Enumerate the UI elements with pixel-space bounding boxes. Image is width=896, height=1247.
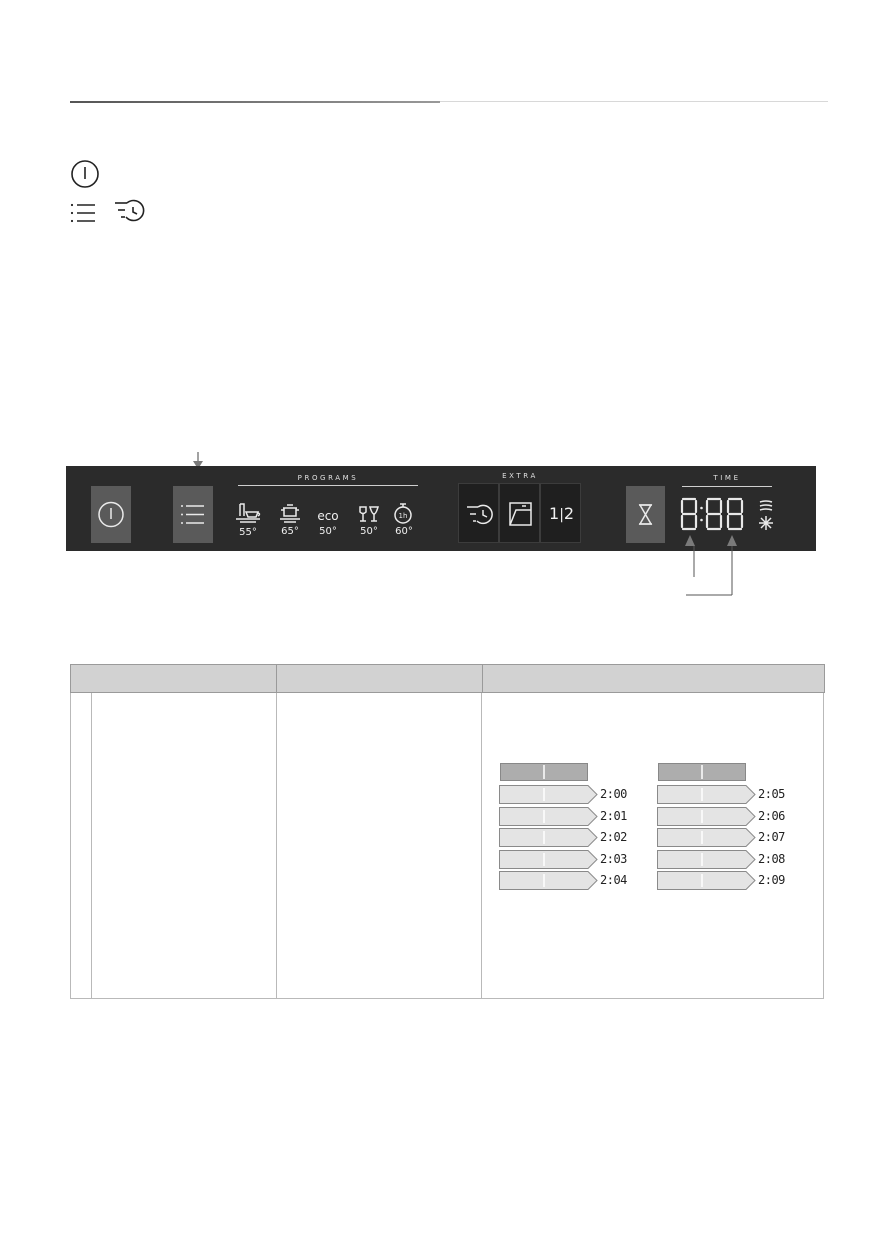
svg-text:1h: 1h bbox=[399, 512, 408, 520]
table-left-border bbox=[70, 693, 71, 998]
sequence-list-left: 2:00 2:01 2:02 2:03 2:04 bbox=[499, 785, 639, 895]
sequence-row: 2:05 bbox=[657, 785, 807, 804]
table-header bbox=[70, 664, 825, 693]
program-temp: 65° bbox=[281, 526, 299, 537]
sequence-arrow-bar bbox=[657, 871, 756, 890]
salt-icon bbox=[759, 516, 773, 530]
sequence-header-bar bbox=[500, 763, 588, 781]
extra-label: EXTRA bbox=[502, 472, 538, 480]
delay-start-icon bbox=[467, 504, 493, 525]
program-temp: 60° bbox=[395, 526, 413, 537]
quick-1h-icon: 1h bbox=[394, 503, 412, 524]
table-col-divider bbox=[481, 693, 482, 998]
sequence-row: 2:02 bbox=[499, 828, 649, 847]
header-rule-dark bbox=[70, 101, 440, 103]
sequence-arrow-bar bbox=[657, 806, 756, 826]
sequence-row: 2:09 bbox=[657, 871, 807, 890]
rinse-aid-icon bbox=[759, 500, 773, 511]
timer-button[interactable] bbox=[626, 486, 665, 543]
sequence-time-label: 2:02 bbox=[600, 830, 627, 844]
plate-cup-icon bbox=[236, 503, 261, 523]
sequence-arrow-bar bbox=[499, 785, 598, 804]
power-button[interactable] bbox=[91, 486, 131, 543]
sequence-time-label: 2:06 bbox=[758, 808, 785, 823]
pointer-arrow bbox=[193, 452, 203, 469]
program-temp: 50° bbox=[319, 526, 337, 537]
sequence-time-label: 2:01 bbox=[600, 808, 627, 823]
half-load-icon: 1|2 bbox=[549, 504, 575, 523]
glasses-icon bbox=[359, 506, 379, 522]
sequence-arrow-bar bbox=[657, 785, 756, 804]
table-bottom-border bbox=[70, 998, 824, 999]
pot-icon bbox=[280, 504, 300, 523]
auto-door-icon bbox=[509, 502, 532, 526]
delay-start-icon bbox=[115, 199, 145, 222]
half-load-button[interactable]: 1|2 bbox=[540, 483, 581, 543]
sequence-header-bar bbox=[658, 763, 746, 781]
program-button[interactable] bbox=[173, 486, 213, 543]
sequence-row: 2:07 bbox=[657, 828, 807, 847]
sequence-time-label: 2:09 bbox=[758, 873, 785, 887]
time-underline bbox=[682, 486, 772, 487]
program-temp: 55° bbox=[239, 527, 257, 538]
table-right-border bbox=[823, 693, 824, 998]
sequence-arrow-bar bbox=[499, 849, 598, 869]
sequence-row: 2:08 bbox=[657, 849, 807, 869]
table-inner-border bbox=[91, 693, 92, 998]
sequence-row: 2:01 bbox=[499, 806, 649, 826]
sequence-time-label: 2:04 bbox=[600, 873, 627, 887]
programs-label: PROGRAMS bbox=[297, 474, 359, 482]
table-col-divider bbox=[276, 693, 277, 998]
program-temp: 50° bbox=[360, 526, 378, 537]
sequence-row: 2:00 bbox=[499, 785, 649, 804]
power-icon bbox=[71, 160, 99, 188]
sequence-row: 2:04 bbox=[499, 871, 649, 890]
sequence-time-label: 2:07 bbox=[758, 830, 785, 844]
power-icon bbox=[98, 501, 124, 528]
time-label: TIME bbox=[713, 474, 741, 482]
sequence-arrow-bar bbox=[657, 849, 756, 869]
display-callout bbox=[685, 535, 737, 596]
sequence-time-label: 2:05 bbox=[758, 787, 785, 801]
sequence-arrow-bar bbox=[499, 828, 598, 847]
sequence-time-label: 2:03 bbox=[600, 851, 627, 866]
table-header-divider bbox=[482, 664, 483, 693]
hourglass-icon bbox=[638, 504, 653, 525]
sequence-row: 2:06 bbox=[657, 806, 807, 826]
time-display bbox=[680, 497, 744, 531]
header-rule-light bbox=[440, 101, 828, 102]
sequence-time-label: 2:00 bbox=[600, 787, 627, 801]
sequence-row: 2:03 bbox=[499, 849, 649, 869]
auto-door-button[interactable] bbox=[499, 483, 540, 543]
sequence-arrow-bar bbox=[499, 871, 598, 890]
programs-underline bbox=[238, 485, 418, 486]
program-list-icon bbox=[181, 505, 204, 524]
table-header-divider bbox=[276, 664, 277, 693]
sequence-time-label: 2:08 bbox=[758, 851, 785, 866]
sequence-arrow-bar bbox=[657, 828, 756, 847]
sequence-list-right: 2:05 2:06 2:07 2:08 2:09 bbox=[657, 785, 802, 895]
delay-start-button[interactable] bbox=[458, 483, 499, 543]
eco-program-label: eco bbox=[317, 509, 339, 523]
program-list-icon bbox=[70, 203, 95, 223]
sequence-arrow-bar bbox=[499, 806, 598, 826]
